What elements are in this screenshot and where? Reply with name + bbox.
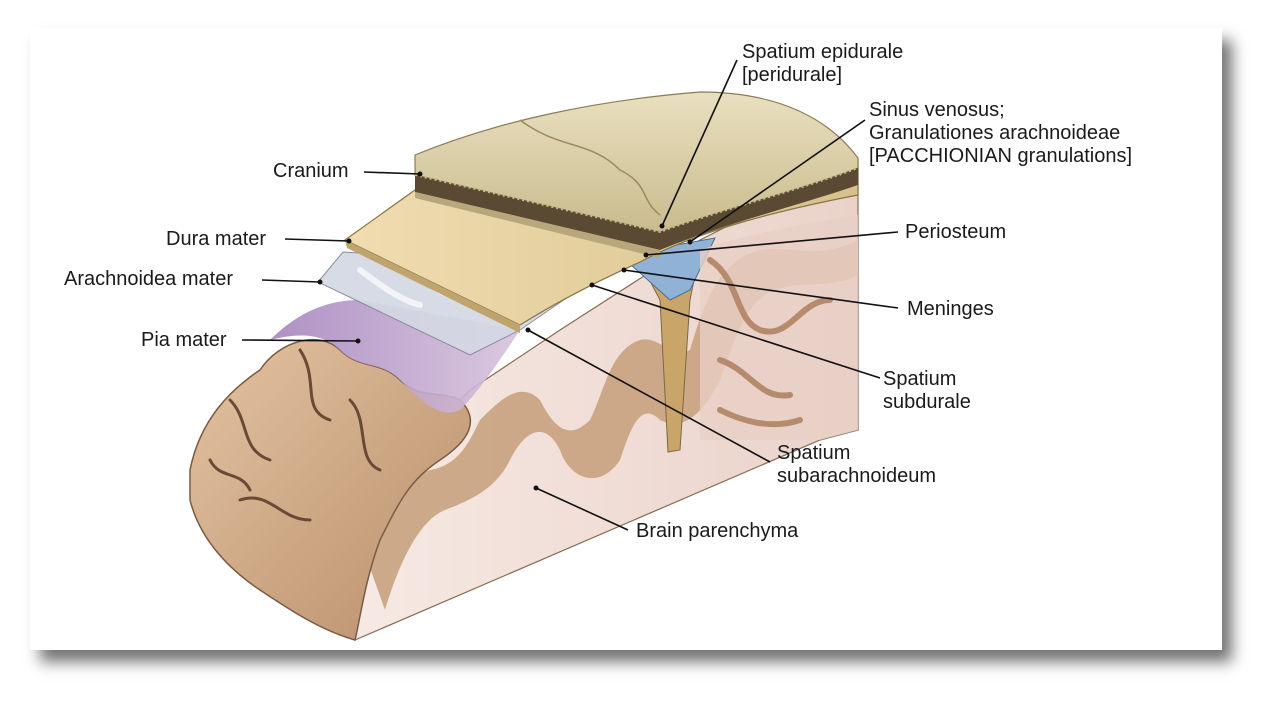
leader-sinus-venosus	[689, 119, 866, 243]
label-spatium-subdurale: Spatium subdurale	[883, 368, 971, 413]
right-cortex-folds	[707, 257, 833, 428]
leader-periosteum	[645, 231, 899, 256]
label-spatium-subarachnoideum: Spatium subarachnoideum	[777, 442, 936, 487]
label-arachnoidea-mater: Arachnoidea mater	[64, 268, 233, 290]
label-cranium: Cranium	[273, 160, 349, 182]
label-meninges: Meninges	[907, 298, 994, 320]
leader-cranium	[363, 171, 421, 175]
leader-spatium-epidurale	[661, 59, 738, 227]
leader-meninges	[623, 269, 899, 309]
label-periosteum: Periosteum	[905, 221, 1007, 243]
leader-brain-parenchyma	[535, 487, 629, 531]
label-dura-mater: Dura mater	[166, 228, 267, 250]
leader-spatium-subdurale	[591, 284, 881, 379]
label-sinus-venosus: Sinus venosus; Granulationes arachnoidea…	[869, 99, 1133, 167]
diploe-layer	[415, 168, 858, 250]
leader-lines	[241, 59, 899, 531]
label-spatium-epidurale: Spatium epidurale [peridurale]	[742, 41, 904, 86]
leader-dots	[317, 171, 693, 491]
sulcus-lines	[208, 348, 382, 522]
gyri-surface	[189, 338, 471, 641]
leader-spatium-subarachnoideum	[527, 329, 771, 463]
label-brain-parenchyma: Brain parenchyma	[636, 520, 799, 542]
suture-line	[519, 119, 661, 216]
label-pia-mater: Pia mater	[141, 329, 227, 351]
brain-block	[189, 159, 859, 641]
leader-arachnoidea-mater	[261, 279, 321, 283]
leader-dura-mater	[284, 238, 350, 242]
leader-pia-mater	[241, 339, 359, 342]
